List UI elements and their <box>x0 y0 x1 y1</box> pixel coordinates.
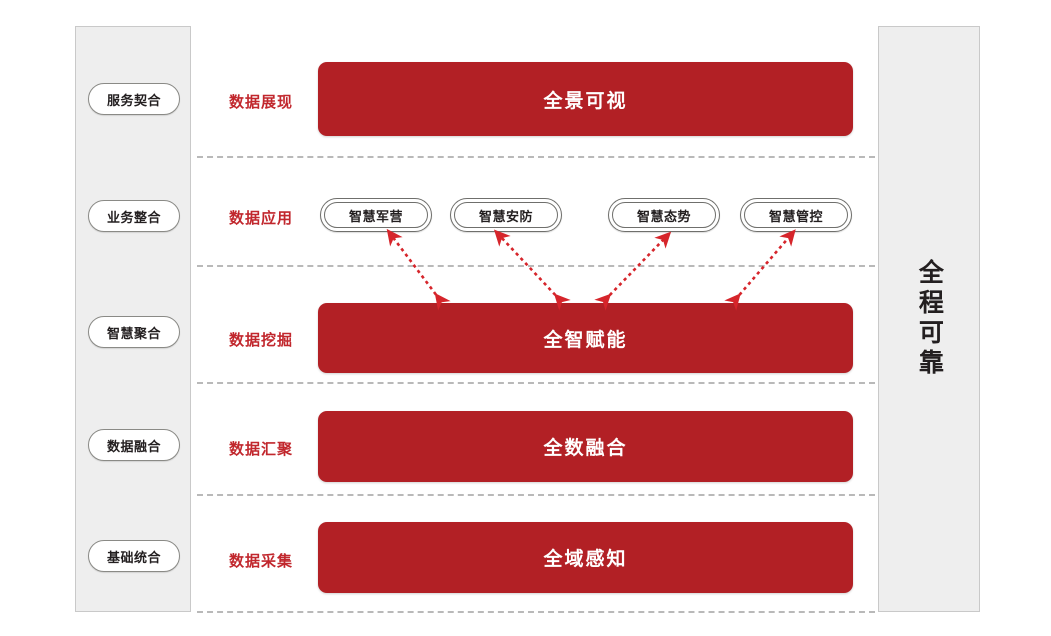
capability-pill-0[interactable]: 服务契合 <box>88 83 180 115</box>
reliability-slogan-text: 全程可靠 <box>915 259 945 379</box>
row-divider-1 <box>197 265 875 267</box>
stage-label-collection: 数据采集 <box>228 552 293 570</box>
stage-label-mining: 数据挖掘 <box>228 331 293 349</box>
application-pill-label: 智慧管控 <box>768 209 823 225</box>
application-pill-inner: 智慧军营 <box>324 202 428 228</box>
capability-pill-label: 数据融合 <box>106 439 161 455</box>
capability-column-panel: 服务契合 业务整合 智慧聚合 数据融合 基础统合 <box>75 26 191 612</box>
application-pill-smart-security[interactable]: 智慧安防 <box>450 198 562 232</box>
application-pill-smart-situation[interactable]: 智慧态势 <box>608 198 720 232</box>
capability-pill-4[interactable]: 基础统合 <box>88 540 180 572</box>
arrow-anfang <box>493 229 571 311</box>
capability-pill-1[interactable]: 业务整合 <box>88 200 180 232</box>
capability-pill-3[interactable]: 数据融合 <box>88 429 180 461</box>
capability-bar-label: 全景可视 <box>543 89 628 112</box>
row-divider-3 <box>197 494 875 496</box>
application-pill-label: 智慧态势 <box>636 209 691 225</box>
reliability-column-panel: 全程可靠 <box>878 26 980 612</box>
capability-bar-label: 全数融合 <box>543 437 628 459</box>
application-pill-label: 智慧军营 <box>348 209 403 225</box>
capability-bar-label: 全域感知 <box>543 548 628 570</box>
capability-pill-label: 智慧聚合 <box>106 326 161 342</box>
arrow-guankong <box>724 229 796 311</box>
stage-label-aggregation: 数据汇聚 <box>228 440 293 458</box>
capability-bar-panoramic-view[interactable]: 全景可视 <box>318 62 853 136</box>
application-pill-inner: 智慧管控 <box>744 202 848 228</box>
capability-pill-label: 服务契合 <box>106 93 161 109</box>
arrow-taishi <box>594 231 672 311</box>
capability-pill-2[interactable]: 智慧聚合 <box>88 316 180 348</box>
capability-bar-full-domain-sensing[interactable]: 全域感知 <box>318 522 853 593</box>
capability-pill-label: 基础统合 <box>106 550 161 566</box>
stage-label-application: 数据应用 <box>228 209 293 227</box>
application-pill-inner: 智慧态势 <box>612 202 716 228</box>
row-divider-0 <box>197 156 875 158</box>
capability-pill-label: 业务整合 <box>106 210 161 226</box>
application-pill-inner: 智慧安防 <box>454 202 558 228</box>
row-divider-2 <box>197 382 875 384</box>
row-divider-4 <box>197 611 875 613</box>
arrow-junying <box>386 228 451 311</box>
reliability-slogan: 全程可靠 <box>879 27 979 611</box>
capability-bar-intelligence-enablement[interactable]: 全智赋能 <box>318 303 853 373</box>
capability-bar-label: 全智赋能 <box>543 328 628 351</box>
application-pill-smart-control[interactable]: 智慧管控 <box>740 198 852 232</box>
application-pill-smart-barracks[interactable]: 智慧军营 <box>320 198 432 232</box>
capability-bar-data-fusion[interactable]: 全数融合 <box>318 411 853 482</box>
stage-label-presentation: 数据展现 <box>228 93 293 111</box>
application-pill-label: 智慧安防 <box>478 209 533 225</box>
